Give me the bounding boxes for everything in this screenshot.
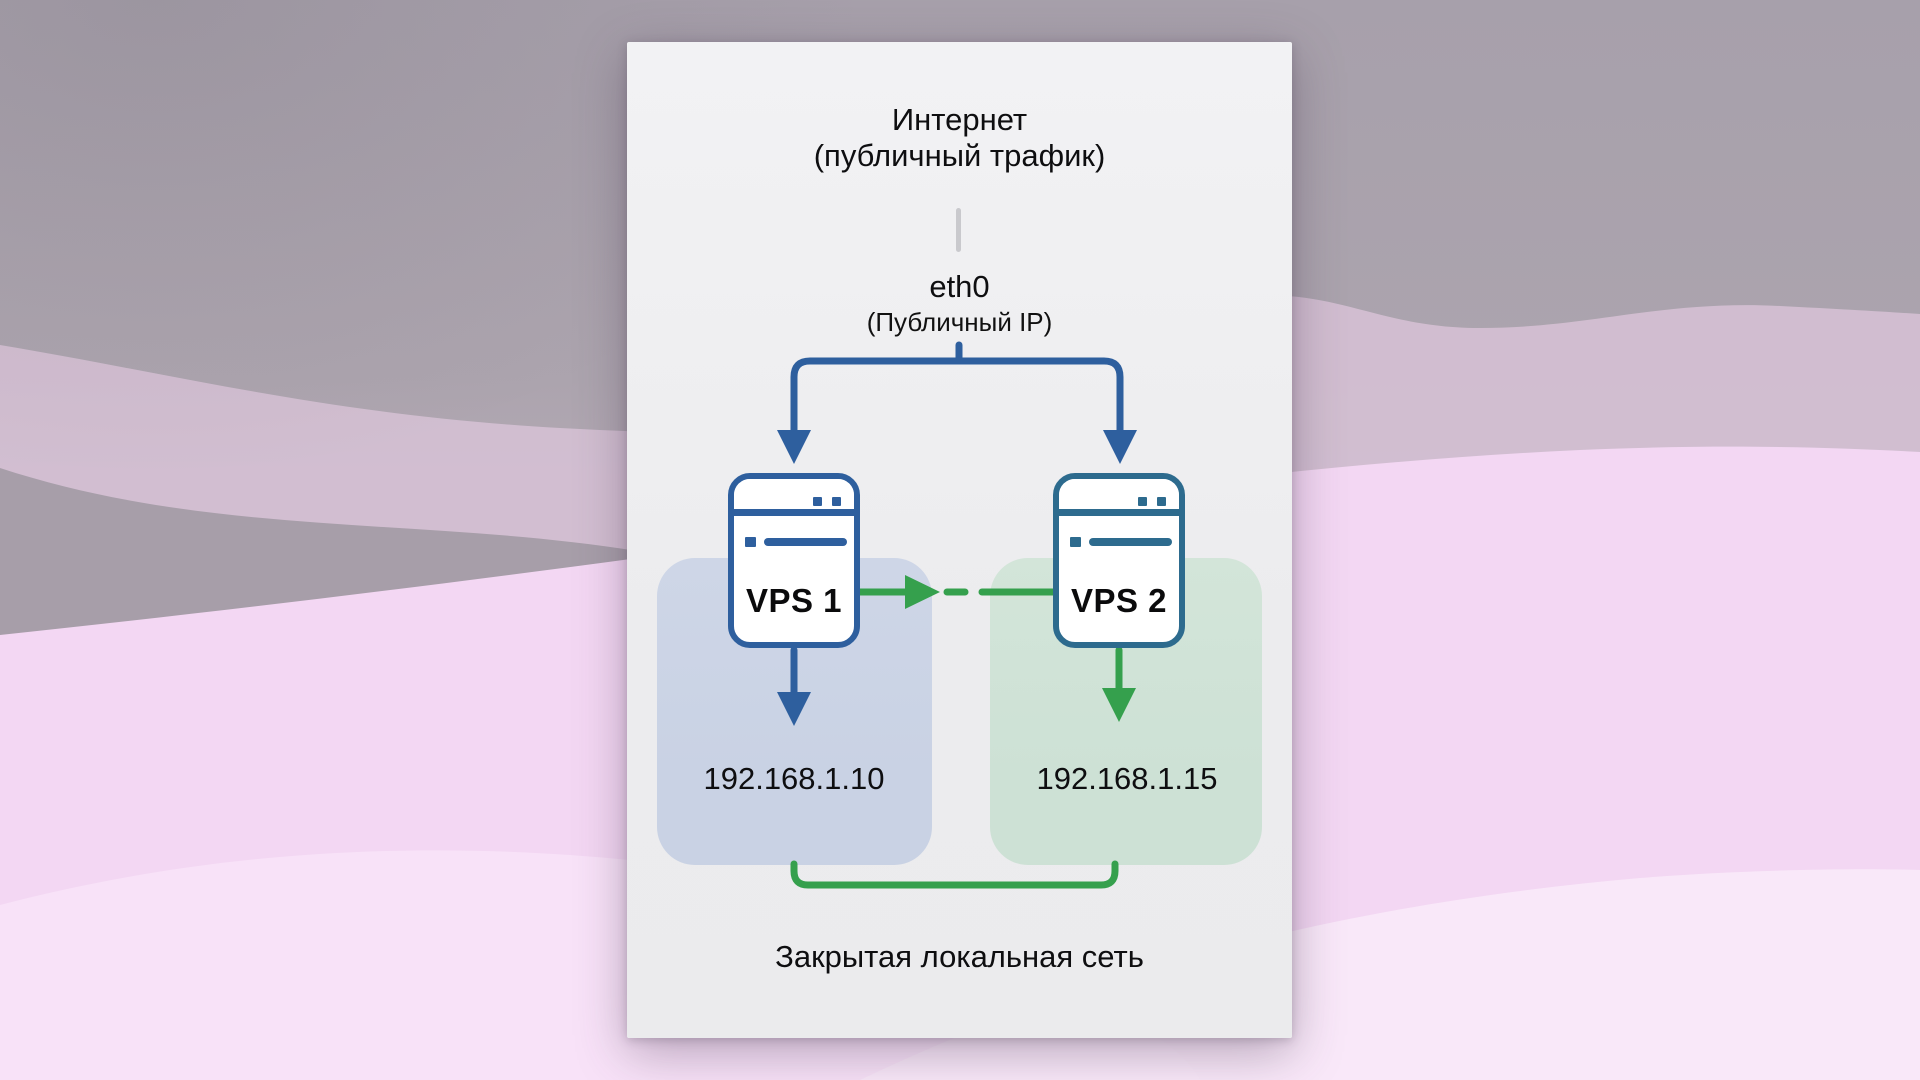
server-led-icon [832,497,841,506]
server-slot-bar [1089,538,1172,546]
network-diagram-card: Интернет (публичный трафик) eth0 (Публич… [627,42,1292,1038]
server-led-icon [1157,497,1166,506]
diagram-connectors [777,341,1137,889]
private-network-label: Закрытая локальная сеть [775,939,1144,974]
down-arrow-icon-vps2-in [1103,430,1137,464]
vps1-server-icon: VPS 1 [728,473,860,648]
right-arrow-dashed-icon-head [905,575,940,609]
interface-label: eth0 [929,269,990,304]
vps2-label: VPS 2 [1070,582,1168,619]
server-led-icon [1138,497,1147,506]
vps1-private-ip: 192.168.1.10 [703,761,885,796]
diagram-title: Интернет (публичный трафик) [627,102,1292,174]
down-arrow-icon-vps2-out [1102,688,1136,722]
private-network-bracket [790,860,1119,889]
server-top-panel [1059,479,1179,516]
down-arrow-icon-vps1-out [777,692,811,726]
server-drive-icon [1070,537,1081,547]
interface-sublabel: (Публичный IP) [866,307,1053,337]
split-bracket-line [790,357,1124,436]
server-drive-icon [745,537,756,547]
vps1-label: VPS 1 [745,582,843,619]
server-led-icon [813,497,822,506]
internet-connector-line [956,208,961,252]
title-line-1: Интернет [891,102,1028,137]
server-top-panel [734,479,854,516]
vps2-private-ip: 192.168.1.15 [1036,761,1218,796]
down-arrow-icon-vps1-in [777,430,811,464]
title-line-2: (публичный трафик) [813,138,1106,173]
vps2-server-icon: VPS 2 [1053,473,1185,648]
server-slot-bar [764,538,847,546]
